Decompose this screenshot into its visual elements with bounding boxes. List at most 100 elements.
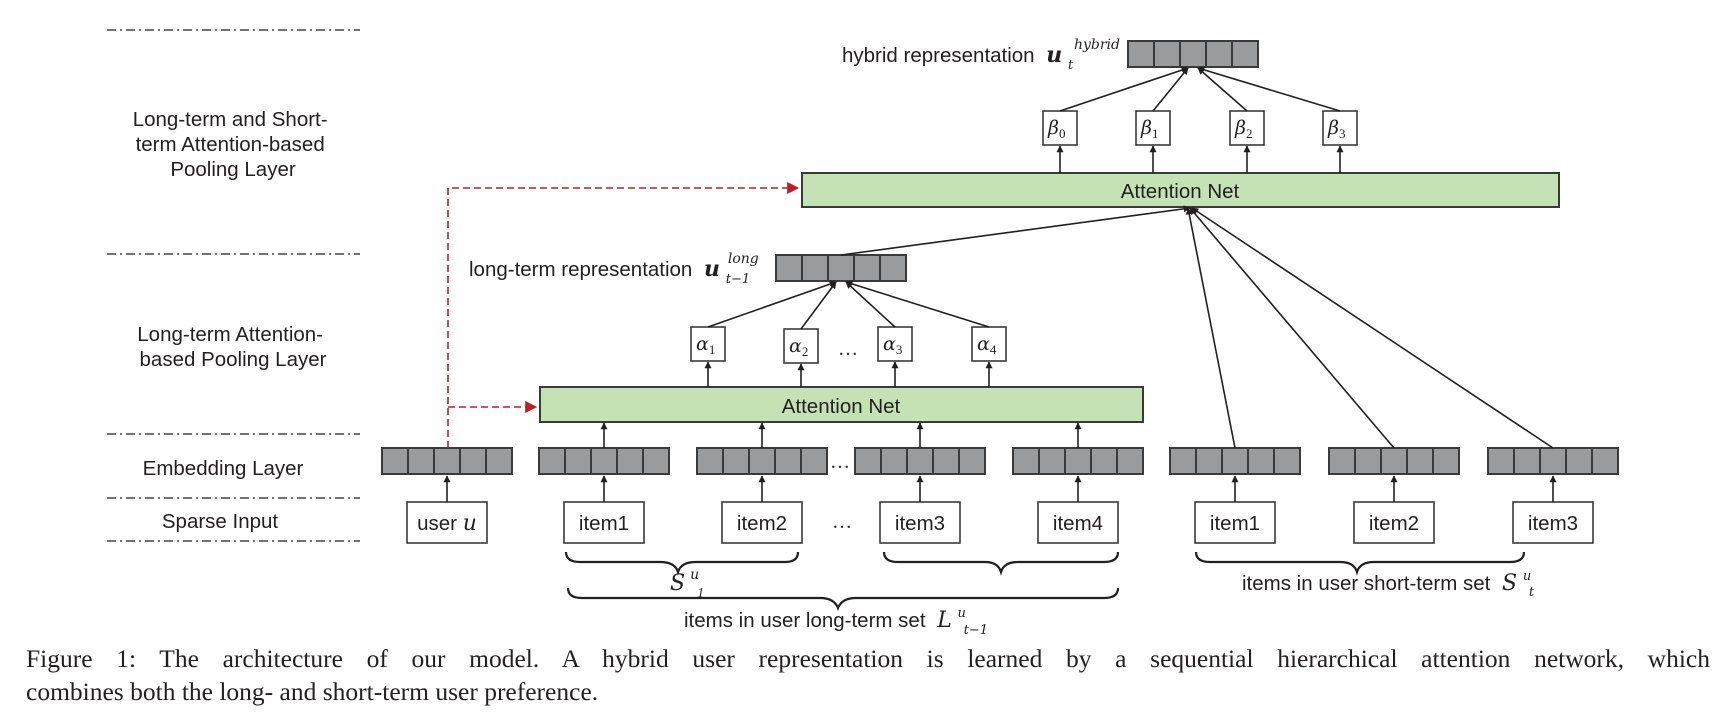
layer-label-sparse-input: Sparse Input bbox=[162, 510, 279, 533]
vector-cell bbox=[1273, 447, 1301, 475]
input-short-item-2: item2 bbox=[1353, 501, 1435, 544]
edges bbox=[443, 66, 1557, 502]
vector-cell bbox=[407, 447, 435, 475]
beta-weight-1-label: β1 bbox=[1140, 117, 1158, 141]
vector-cell bbox=[1565, 447, 1593, 475]
layer-label-embedding: Embedding Layer bbox=[143, 457, 304, 480]
input-long-item-1: item1 bbox=[563, 501, 645, 544]
vector-cell bbox=[696, 447, 724, 475]
vector-cell bbox=[1195, 447, 1223, 475]
brace-long-term-set bbox=[566, 587, 1120, 611]
vector-cell bbox=[801, 254, 829, 282]
attention-net-lower-box bbox=[539, 386, 1144, 423]
vector-cell bbox=[1169, 447, 1197, 475]
hybrid-vector-cells bbox=[1127, 40, 1259, 68]
input-long-item-4-box bbox=[1037, 501, 1119, 544]
vector-cell bbox=[485, 447, 513, 475]
vector-cell bbox=[748, 447, 776, 475]
arrow-beta-to-hybrid-vector bbox=[1197, 67, 1248, 112]
alpha-weight-1-label: α1 bbox=[696, 333, 715, 357]
alpha-weight-3: α3 bbox=[877, 326, 913, 362]
vector-cell bbox=[879, 254, 907, 282]
attention-net-upper-label: Attention Net bbox=[1121, 180, 1240, 203]
vector-cell bbox=[854, 447, 882, 475]
hybrid-representation: hybrid representation u t hybrid bbox=[842, 37, 1259, 73]
input-short-item-2-label: item2 bbox=[1369, 512, 1419, 535]
vector-cell bbox=[1354, 447, 1382, 475]
long-term-vector-cells bbox=[775, 254, 907, 282]
vector-cell bbox=[774, 447, 802, 475]
input-long-item-4-label: item4 bbox=[1053, 512, 1103, 535]
embedding-short-item-2 bbox=[1328, 447, 1460, 475]
brace-s1 bbox=[564, 551, 800, 576]
hybrid-vector bbox=[1127, 40, 1259, 68]
input-short-item-3-box bbox=[1512, 501, 1594, 544]
arrow-short-embedding-to-attention bbox=[1189, 207, 1395, 449]
vector-cell bbox=[381, 447, 409, 475]
embedding-long-item-4 bbox=[1012, 447, 1144, 475]
long-term-label: long-term representation u t−1 long bbox=[469, 251, 759, 288]
input-long-item-1-label: item1 bbox=[579, 512, 629, 535]
beta-weight-2: β2 bbox=[1229, 110, 1265, 146]
vector-cell bbox=[827, 254, 855, 282]
vector-cell bbox=[1221, 447, 1249, 475]
vector-cell bbox=[880, 447, 908, 475]
beta-weight-1-box bbox=[1135, 110, 1171, 146]
vector-cell bbox=[800, 447, 828, 475]
embedding-long-item-1 bbox=[538, 447, 670, 475]
vector-cell bbox=[1038, 447, 1066, 475]
input-long-item-4: item4 bbox=[1037, 501, 1119, 544]
attention-net-upper: Attention Net bbox=[801, 172, 1560, 208]
beta-weight-3-label: β3 bbox=[1327, 117, 1345, 141]
vector-cell bbox=[1064, 447, 1092, 475]
embedding-long-item-2 bbox=[696, 447, 828, 475]
vector-cell bbox=[1231, 40, 1259, 68]
vector-cell bbox=[932, 447, 960, 475]
arrow-beta-to-hybrid-vector bbox=[1059, 66, 1189, 112]
input-short-item-3: item3 bbox=[1512, 501, 1594, 544]
layer-label-pooling-long: Long-term Attention- based Pooling Layer bbox=[137, 323, 328, 371]
alpha-weight-4: α4 bbox=[971, 326, 1007, 362]
vector-cell bbox=[906, 447, 934, 475]
embedding-short-item-1 bbox=[1169, 447, 1301, 475]
arrow-long-vector-to-attention bbox=[840, 205, 1191, 256]
input-short-item-1: item1 bbox=[1194, 501, 1276, 544]
arrow-alpha-to-long-vector bbox=[845, 280, 990, 328]
attention-net-upper-box bbox=[801, 172, 1560, 208]
vector-cell bbox=[564, 447, 592, 475]
alpha-weight-1: α1 bbox=[690, 326, 726, 362]
vector-cell bbox=[1591, 447, 1619, 475]
vector-cell bbox=[642, 447, 670, 475]
vector-cell bbox=[1406, 447, 1434, 475]
attention-net-lower-label: Attention Net bbox=[782, 395, 901, 418]
s1-label: S u 1 bbox=[670, 560, 706, 601]
figure-caption: Figure 1: The architecture of our model.… bbox=[26, 642, 1710, 708]
caption-line-1: Figure 1: The architecture of our model.… bbox=[26, 644, 1710, 673]
brace-s-last bbox=[882, 551, 1120, 576]
embeddings bbox=[381, 447, 1619, 475]
beta-weight-2-label: β2 bbox=[1234, 117, 1252, 141]
arrow-alpha-to-long-vector bbox=[845, 281, 896, 328]
vector-cell bbox=[1127, 40, 1155, 68]
input-user: user u bbox=[406, 501, 488, 544]
vector-cell bbox=[590, 447, 618, 475]
layer-labels: Long-term and Short- term Attention-base… bbox=[133, 108, 328, 533]
long-term-set-label: items in user long-term set L u t−1 bbox=[684, 599, 988, 638]
vector-cell bbox=[958, 447, 986, 475]
input-user-box bbox=[406, 501, 488, 544]
vector-cell bbox=[1380, 447, 1408, 475]
vector-cell bbox=[1205, 40, 1233, 68]
input-user-label: user u bbox=[417, 511, 477, 536]
vector-cell bbox=[1116, 447, 1144, 475]
vector-cell bbox=[1487, 447, 1515, 475]
vector-cell bbox=[1513, 447, 1541, 475]
vector-cell bbox=[853, 254, 881, 282]
alpha-weight-4-label: α4 bbox=[977, 333, 997, 357]
input-long-item-2-label: item2 bbox=[737, 512, 787, 535]
embedding-long-item-3 bbox=[854, 447, 986, 475]
caption-line-2: combines both the long- and short-term u… bbox=[26, 677, 599, 706]
user-links bbox=[447, 182, 800, 448]
beta-weight-3: β3 bbox=[1322, 110, 1358, 146]
